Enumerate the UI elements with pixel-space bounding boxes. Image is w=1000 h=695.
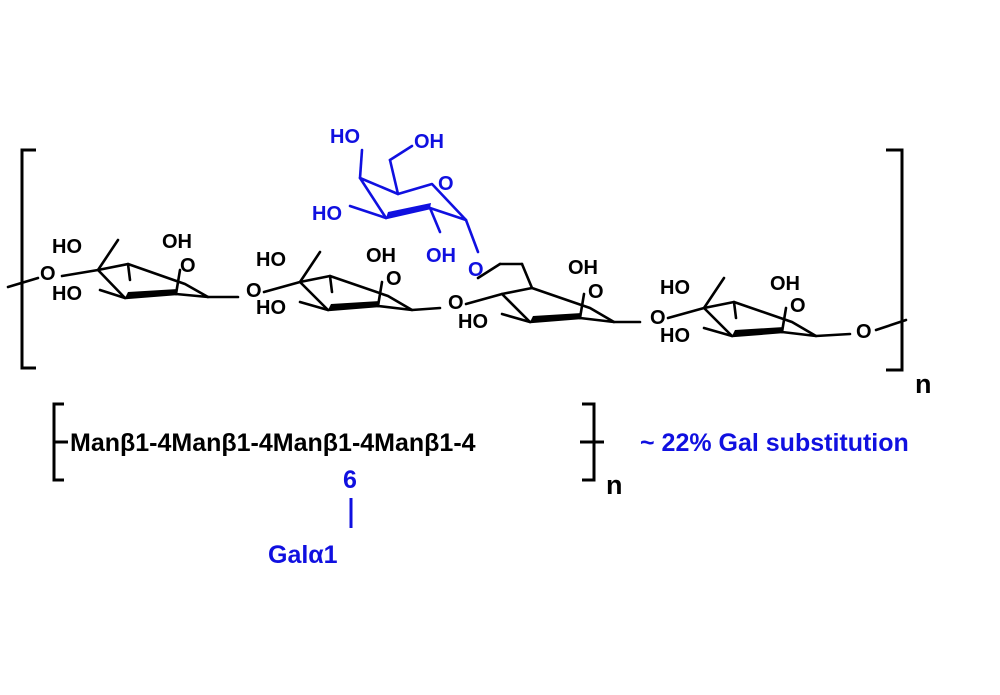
svg-text:OH: OH — [426, 245, 456, 267]
mannose-unit-4-labels: HO HO OH O O — [660, 273, 872, 347]
repeat-bracket-right — [886, 148, 904, 372]
chain-end-bond — [874, 318, 908, 332]
sequence-text: Manβ1-4Manβ1-4Manβ1-4Manβ1-4 — [70, 429, 476, 457]
chain-start-bond — [6, 276, 40, 289]
mannose-unit-4 — [702, 276, 852, 338]
svg-text:O: O — [40, 263, 56, 285]
repeat-bracket-left — [20, 148, 36, 370]
sequence-bracket-left — [52, 402, 68, 482]
svg-text:HO: HO — [660, 277, 690, 299]
svg-text:HO: HO — [330, 126, 360, 148]
structural-formula: n HO HO OH O O O — [6, 126, 932, 399]
sequence-notation: Manβ1-4Manβ1-4Manβ1-4Manβ1-4 n ~ 22% Gal… — [52, 402, 909, 569]
svg-text:O: O — [468, 259, 484, 281]
svg-text:HO: HO — [256, 297, 286, 319]
galactose-unit — [348, 144, 502, 280]
svg-text:HO: HO — [256, 249, 286, 271]
svg-text:HO: HO — [52, 283, 82, 305]
branch-position-label: 6 — [343, 466, 357, 494]
svg-text:O: O — [386, 268, 402, 290]
svg-text:OH: OH — [414, 131, 444, 153]
mannose-unit-2 — [298, 250, 442, 312]
svg-text:OH: OH — [568, 257, 598, 279]
svg-text:HO: HO — [312, 203, 342, 225]
substitution-note: ~ 22% Gal substitution — [640, 429, 909, 457]
svg-text:OH: OH — [162, 231, 192, 253]
galactose-unit-labels: HO OH HO O OH O — [312, 126, 484, 281]
svg-text:HO: HO — [458, 311, 488, 333]
mannose-unit-3-labels: HO OH O O — [458, 257, 666, 333]
svg-text:O: O — [856, 321, 872, 343]
svg-text:OH: OH — [366, 245, 396, 267]
mannose-unit-1-labels: HO HO OH O O — [40, 231, 196, 305]
svg-text:O: O — [790, 295, 806, 317]
svg-text:O: O — [448, 292, 464, 314]
svg-text:O: O — [438, 173, 454, 195]
sequence-repeat-label-n: n — [606, 470, 623, 500]
glycosidic-oxygen-1: O — [246, 280, 262, 302]
svg-text:HO: HO — [52, 236, 82, 258]
repeat-label-n: n — [915, 369, 932, 399]
branch-residue-label: Galα1 — [268, 541, 338, 569]
mannose-unit-3 — [498, 262, 642, 324]
svg-text:HO: HO — [660, 325, 690, 347]
svg-text:OH: OH — [770, 273, 800, 295]
sequence-bracket-right — [580, 402, 604, 482]
mannose-unit-2-labels: HO HO OH O O — [256, 245, 464, 319]
mannose-unit-1 — [60, 238, 240, 300]
svg-text:O: O — [180, 255, 196, 277]
svg-text:O: O — [588, 281, 604, 303]
svg-text:O: O — [650, 307, 666, 329]
